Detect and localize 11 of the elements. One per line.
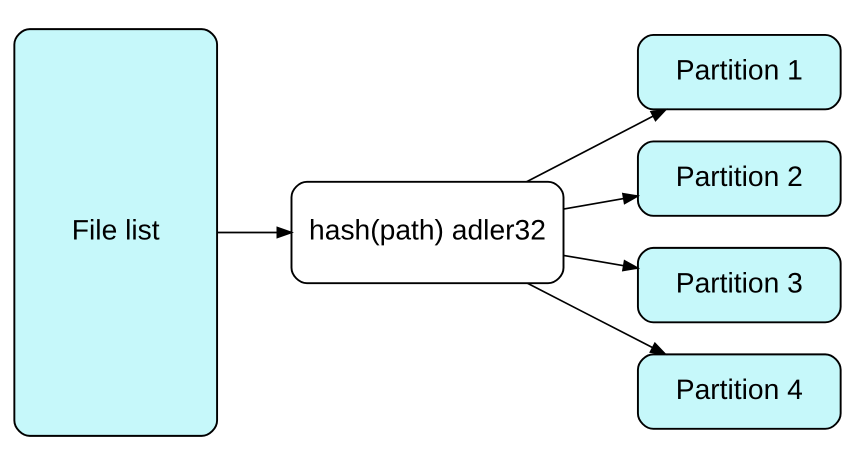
- arrow: [526, 282, 667, 355]
- node-box: Partition 1: [636, 33, 842, 110]
- node-box: Partition 3: [636, 246, 842, 323]
- node-box: Partition 4: [636, 352, 842, 430]
- node-box: Partition 2: [636, 140, 842, 216]
- node-box: File list: [12, 28, 218, 436]
- node-box: hash(path) adler32: [290, 180, 564, 284]
- arrow: [562, 254, 640, 272]
- arrow: [216, 226, 294, 238]
- arrow: [526, 108, 668, 182]
- arrow: [562, 192, 640, 210]
